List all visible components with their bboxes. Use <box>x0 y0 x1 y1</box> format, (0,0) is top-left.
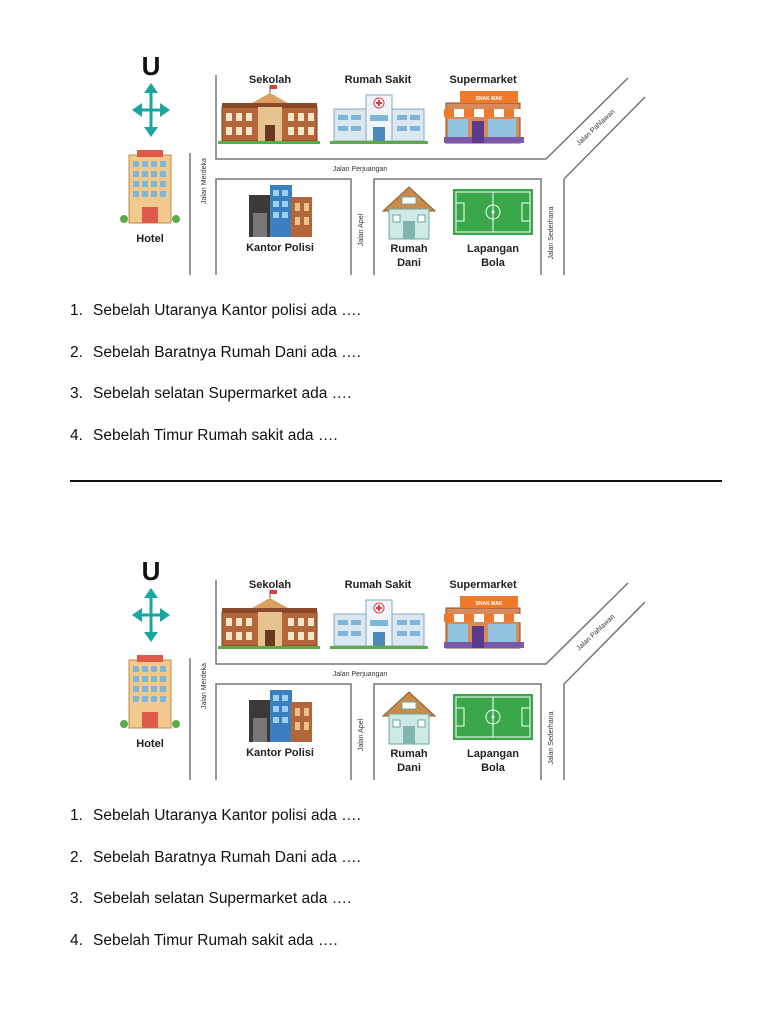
compass-arrow-icon <box>132 83 170 137</box>
question-text: Sebelah Baratnya Rumah Dani ada …. <box>93 343 361 361</box>
question-text: Sebelah Utaranya Kantor polisi ada …. <box>93 302 361 319</box>
hotel-label: Hotel <box>136 233 164 245</box>
street-label-merdeka: Jalan Merdeka <box>201 663 208 709</box>
question-item: 2. Sebelah Baratnya Rumah Dani ada …. <box>70 340 720 382</box>
supermarket-building-icon: SNAK MAK <box>444 91 524 144</box>
house-icon <box>381 186 437 240</box>
question-item: 3. Sebelah selatan Supermarket ada …. <box>70 381 720 423</box>
question-number: 4. <box>70 426 83 444</box>
question-item: 4. Sebelah Timur Rumah sakit ada …. <box>70 423 720 465</box>
compass-north-label: U <box>142 556 161 586</box>
field-label-line2: Bola <box>481 762 506 774</box>
question-item: 4. Sebelah Timur Rumah sakit ada …. <box>70 928 720 970</box>
police-station-label: Kantor Polisi <box>246 242 314 254</box>
hospital-building-icon <box>330 599 428 649</box>
police-station-building-icon <box>249 690 312 742</box>
street-label-perjuangan: Jalan Perjuangan <box>333 166 388 173</box>
question-item: 2. Sebelah Baratnya Rumah Dani ada …. <box>70 845 720 887</box>
field-label-line2: Bola <box>481 257 506 269</box>
compass-north-label: U <box>142 51 161 81</box>
supermarket-sign: SNAK MAK <box>476 601 503 607</box>
house-label-line1: Rumah <box>390 748 428 760</box>
section-divider <box>70 480 722 482</box>
street-label-perjuangan: Jalan Perjuangan <box>333 671 388 678</box>
question-list: 1.Sebelah Utaranya Kantor polisi ada …. … <box>70 803 720 969</box>
hospital-building-icon <box>330 94 428 144</box>
question-text: Sebelah selatan Supermarket ada …. <box>93 890 352 907</box>
question-item: 1. Sebelah Utaranya Kantor polisi ada …. <box>70 803 720 845</box>
question-number: 3. <box>70 890 83 907</box>
question-item: 1. Sebelah Utaranya Kantor polisi ada …. <box>70 298 720 340</box>
question-number: 1. <box>70 807 83 824</box>
map-svg: U <box>120 556 646 780</box>
supermarket-label: Supermarket <box>449 74 517 86</box>
question-number: 2. <box>70 848 83 866</box>
field-label-line1: Lapangan <box>467 243 519 255</box>
compass-arrow-icon <box>132 588 170 642</box>
school-label: Sekolah <box>249 579 291 591</box>
worksheet-copy-1: U <box>0 0 768 500</box>
question-number: 2. <box>70 343 83 361</box>
question-number: 3. <box>70 385 83 402</box>
hotel-label: Hotel <box>136 738 164 750</box>
question-text: Sebelah selatan Supermarket ada …. <box>93 385 352 402</box>
house-label-line2: Dani <box>397 257 421 269</box>
question-number: 4. <box>70 931 83 949</box>
football-field-icon <box>453 189 533 235</box>
house-label-line2: Dani <box>397 762 421 774</box>
compass: U <box>132 51 170 137</box>
road-lines <box>189 580 646 780</box>
police-station-label: Kantor Polisi <box>246 747 314 759</box>
street-label-pahlawan: Jalan Pahlawan <box>576 108 617 147</box>
supermarket-sign: SNAK MAK <box>476 96 503 102</box>
street-label-merdeka: Jalan Merdeka <box>201 158 208 204</box>
compass: U <box>132 556 170 642</box>
school-label: Sekolah <box>249 74 291 86</box>
question-number: 1. <box>70 302 83 319</box>
map-illustration: U <box>110 45 655 280</box>
supermarket-building-icon: SNAK MAK <box>444 596 524 649</box>
map-illustration: U <box>110 550 655 785</box>
road-lines <box>189 75 646 275</box>
question-text: Sebelah Timur Rumah sakit ada …. <box>93 931 338 949</box>
question-list: 1.Sebelah Utaranya Kantor polisi ada …. … <box>70 298 720 464</box>
street-label-apel: Jalan Apel <box>358 213 365 246</box>
football-field-icon <box>453 694 533 740</box>
police-station-building-icon <box>249 185 312 237</box>
school-building-icon <box>218 590 320 649</box>
supermarket-label: Supermarket <box>449 579 517 591</box>
street-label-apel: Jalan Apel <box>358 718 365 751</box>
street-label-sederhana: Jalan Sederhana <box>548 206 555 259</box>
hotel-building-icon <box>120 655 180 729</box>
map-svg: U <box>120 51 646 275</box>
hospital-label: Rumah Sakit <box>345 579 412 591</box>
question-item: 3. Sebelah selatan Supermarket ada …. <box>70 886 720 928</box>
question-text: Sebelah Baratnya Rumah Dani ada …. <box>93 848 361 866</box>
school-building-icon <box>218 85 320 144</box>
house-icon <box>381 691 437 745</box>
field-label-line1: Lapangan <box>467 748 519 760</box>
house-label-line1: Rumah <box>390 243 428 255</box>
worksheet-copy-2: U <box>0 505 768 1005</box>
street-label-sederhana: Jalan Sederhana <box>548 711 555 764</box>
question-text: Sebelah Timur Rumah sakit ada …. <box>93 426 338 444</box>
street-label-pahlawan: Jalan Pahlawan <box>576 613 617 652</box>
hotel-building-icon <box>120 150 180 224</box>
question-text: Sebelah Utaranya Kantor polisi ada …. <box>93 807 361 824</box>
hospital-label: Rumah Sakit <box>345 74 412 86</box>
